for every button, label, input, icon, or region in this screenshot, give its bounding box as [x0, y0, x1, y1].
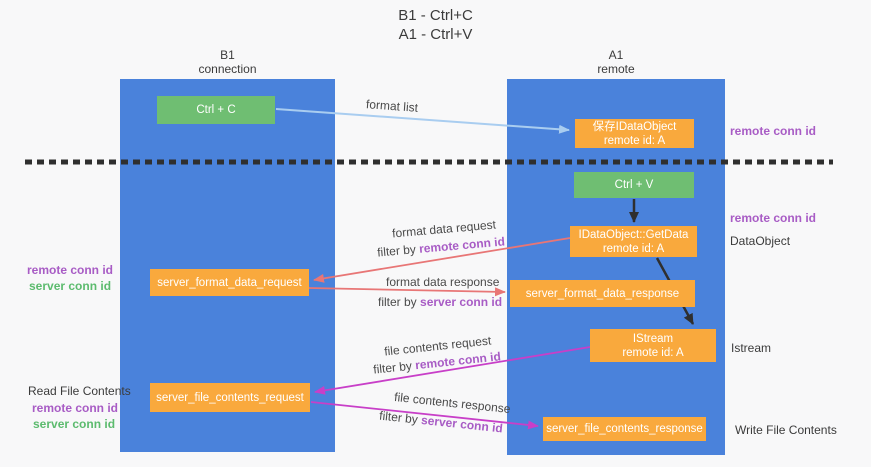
save-dataobject-line1: 保存IDataObject: [592, 120, 677, 133]
server-format-data-response-label: server_format_data_response: [525, 287, 680, 300]
getdata-line2: remote id: A: [602, 242, 665, 255]
istream-side-label: Istream: [731, 341, 772, 355]
server-file-contents-request-label: server_file_contents_request: [156, 391, 304, 404]
server-format-data-response-node: server_format_data_response: [510, 280, 695, 307]
remote-conn-id-label-left-top: remote conn id: [27, 263, 114, 277]
server-file-contents-response-node: server_file_contents_response: [543, 417, 706, 441]
lifeline-a1-subtitle: remote: [597, 62, 635, 76]
remote-conn-id-label-right-mid: remote conn id: [730, 211, 817, 225]
lifeline-a1-name: A1: [608, 48, 624, 62]
getdata-line1: IDataObject::GetData: [578, 228, 689, 241]
istream-line1: IStream: [632, 332, 674, 345]
write-file-contents-label: Write File Contents: [735, 423, 837, 437]
ctrl-c-node: Ctrl + C: [157, 96, 275, 124]
server-conn-id-label-left-bottom: server conn id: [33, 417, 116, 431]
title-line-1: B1 - Ctrl+C: [398, 7, 473, 24]
istream-line2: remote id: A: [622, 346, 684, 359]
format-list-arrow: [275, 108, 570, 134]
istream-node: IStream remote id: A: [590, 329, 716, 362]
format-data-request-arrow: [313, 237, 571, 283]
save-dataobject-node: 保存IDataObject remote id: A: [575, 119, 694, 148]
lifeline-b1-subtitle: connection: [198, 62, 257, 76]
server-format-data-request-node: server_format_data_request: [150, 269, 309, 296]
remote-conn-id-label-left-bottom: remote conn id: [32, 401, 119, 415]
ctrl-v-label: Ctrl + V: [614, 179, 654, 191]
lifeline-header-b1: B1 connection: [120, 48, 335, 76]
server-file-contents-response-label: server_file_contents_response: [546, 423, 703, 435]
server-conn-id-text: server conn id: [420, 295, 503, 309]
diagram-title: B1 - Ctrl+C A1 - Ctrl+V: [0, 6, 871, 44]
getdata-node: IDataObject::GetData remote id: A: [570, 226, 697, 257]
file-contents-response-arrow: [310, 401, 539, 430]
server-format-data-request-label: server_format_data_request: [157, 276, 302, 289]
save-dataobject-line2: remote id: A: [603, 134, 666, 147]
lifeline-header-a1: A1 remote: [507, 48, 725, 76]
remote-conn-id-label-right-top: remote conn id: [730, 124, 817, 138]
file-contents-request-arrow: [314, 346, 591, 395]
format-data-response-arrow: [308, 287, 506, 297]
format-data-response-label: format data response: [386, 275, 500, 289]
lifeline-b1-name: B1: [220, 48, 235, 62]
read-file-contents-label: Read File Contents: [28, 384, 131, 398]
server-conn-id-label-left-top: server conn id: [29, 279, 112, 293]
server-file-contents-request-node: server_file_contents_request: [150, 383, 310, 412]
ctrl-v-node: Ctrl + V: [574, 172, 694, 198]
ctrl-c-label: Ctrl + C: [196, 104, 236, 116]
format-data-response-filter-label: filter by server conn id: [378, 295, 502, 309]
dataobject-label: DataObject: [730, 234, 791, 248]
filter-by-text: filter by: [378, 295, 417, 309]
title-line-2: A1 - Ctrl+V: [398, 26, 473, 43]
